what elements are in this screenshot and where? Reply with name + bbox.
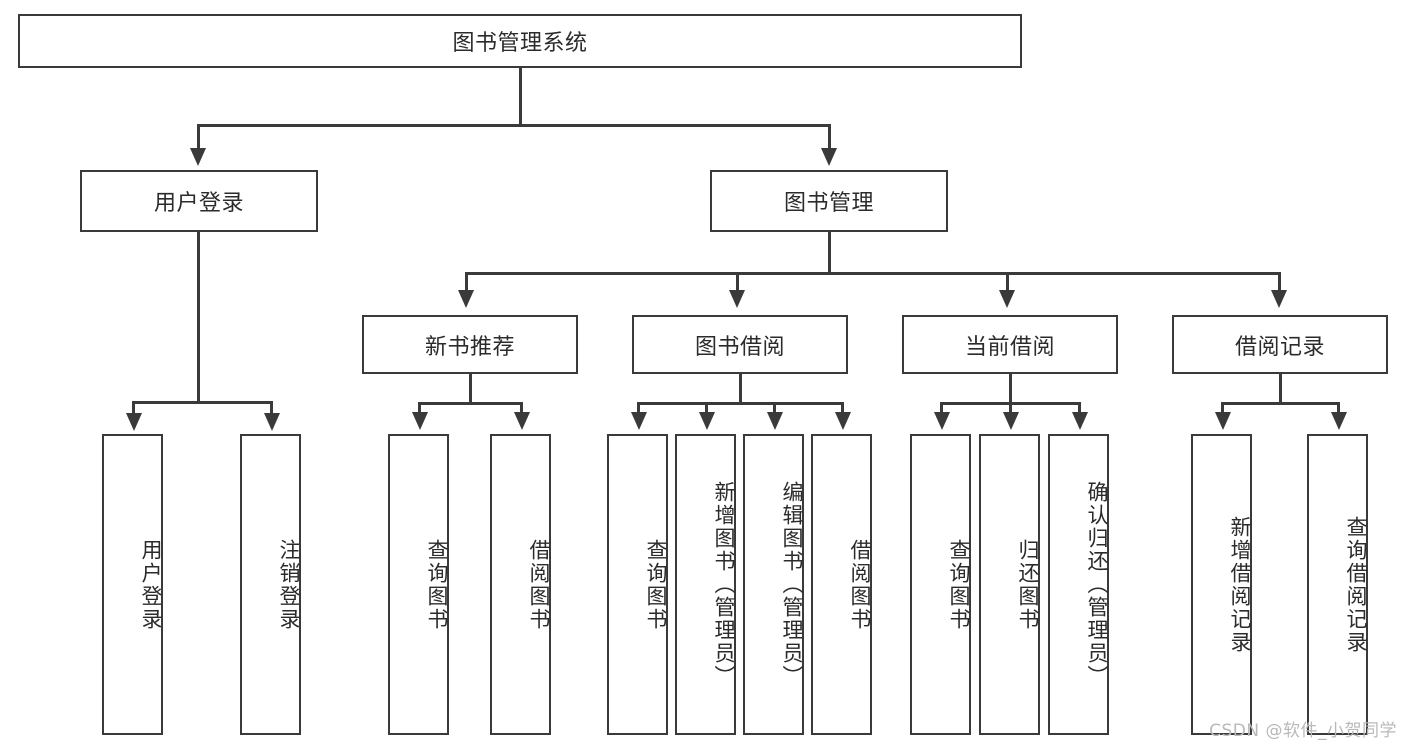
node-root-label: 图书管理系统 — [452, 31, 588, 56]
node-leaf-logout-login[interactable]: 注销登录 — [240, 434, 301, 735]
arrowhead-leaf-borrow-book-2 — [835, 412, 851, 430]
connector-root-to-user-login — [197, 124, 200, 150]
connector-cb-drop-2 — [1009, 402, 1012, 414]
node-leaf-add-book[interactable]: 新增图书（管理员） — [675, 434, 736, 735]
arrowhead-to-book-management — [821, 148, 837, 166]
watermark: CSDN @软件_小贺同学 — [1209, 721, 1397, 741]
node-leaf-borrow-book-1-label: 借阅图书 — [527, 538, 551, 631]
arrowhead-new-book-recommend — [458, 290, 474, 308]
arrowhead-leaf-query-book-3 — [934, 412, 950, 430]
arrowhead-leaf-query-book-2 — [631, 412, 647, 430]
node-user-login[interactable]: 用户登录 — [80, 170, 318, 232]
node-current-borrow-label: 当前借阅 — [964, 334, 1055, 360]
connector-bb-drop-4 — [841, 402, 844, 414]
node-leaf-borrow-book-1[interactable]: 借阅图书 — [490, 434, 551, 735]
node-leaf-borrow-book-2[interactable]: 借阅图书 — [811, 434, 872, 735]
node-leaf-query-record-label: 查询借阅记录 — [1344, 515, 1368, 654]
connector-br-trunk — [1279, 374, 1282, 404]
connector-bm-drop-4 — [1278, 272, 1281, 292]
arrowhead-leaf-query-book-1 — [412, 412, 428, 430]
connector-bm-drop-1 — [465, 272, 468, 292]
arrowhead-leaf-return-book — [1003, 412, 1019, 430]
connector-bb-trunk — [739, 374, 742, 404]
arrowhead-to-user-login — [190, 148, 206, 166]
connector-cb-drop-3 — [1078, 402, 1081, 414]
arrowhead-leaf-add-book — [699, 412, 715, 430]
arrowhead-leaf-add-record — [1215, 412, 1231, 430]
node-leaf-edit-book-label: 编辑图书（管理员） — [780, 481, 804, 688]
connector-user-login-bus — [133, 401, 270, 404]
arrowhead-leaf-query-record — [1331, 412, 1347, 430]
arrowhead-leaf-borrow-book-1 — [514, 412, 530, 430]
arrowhead-leaf-logout-login — [264, 413, 280, 431]
node-book-borrow[interactable]: 图书借阅 — [632, 315, 848, 374]
connector-cb-trunk — [1009, 374, 1012, 404]
arrowhead-borrow-record — [1271, 290, 1287, 308]
connector-user-login-trunk — [197, 232, 200, 403]
arrowhead-leaf-confirm-return — [1072, 412, 1088, 430]
node-leaf-edit-book[interactable]: 编辑图书（管理员） — [743, 434, 804, 735]
node-borrow-record[interactable]: 借阅记录 — [1172, 315, 1388, 374]
connector-bb-bus — [638, 402, 843, 405]
connector-user-login-drop-2 — [270, 401, 273, 415]
connector-bb-drop-3 — [773, 402, 776, 414]
node-leaf-borrow-book-2-label: 借阅图书 — [848, 538, 872, 631]
connector-nbr-drop-1 — [418, 402, 421, 414]
connector-book-management-bus — [466, 272, 1280, 275]
node-leaf-add-record-label: 新增借阅记录 — [1228, 515, 1252, 654]
node-leaf-user-login[interactable]: 用户登录 — [102, 434, 163, 735]
connector-book-management-trunk — [828, 232, 831, 274]
node-leaf-confirm-return[interactable]: 确认归还（管理员） — [1048, 434, 1109, 735]
arrowhead-leaf-user-login — [126, 413, 142, 431]
node-current-borrow[interactable]: 当前借阅 — [902, 315, 1118, 374]
node-borrow-record-label: 借阅记录 — [1234, 334, 1325, 360]
connector-br-drop-1 — [1221, 402, 1224, 414]
connector-nbr-trunk — [469, 374, 472, 404]
node-new-book-recommend[interactable]: 新书推荐 — [362, 315, 578, 374]
connector-nbr-bus — [419, 402, 521, 405]
node-leaf-user-login-label: 用户登录 — [139, 538, 163, 631]
connector-bm-drop-2 — [736, 272, 739, 292]
connector-root-to-book-management — [828, 124, 831, 150]
node-leaf-add-book-label: 新增图书（管理员） — [712, 481, 736, 688]
node-root[interactable]: 图书管理系统 — [18, 14, 1022, 68]
node-leaf-add-record[interactable]: 新增借阅记录 — [1191, 434, 1252, 735]
node-book-management[interactable]: 图书管理 — [710, 170, 948, 232]
node-leaf-query-book-3[interactable]: 查询图书 — [910, 434, 971, 735]
node-leaf-query-book-3-label: 查询图书 — [947, 538, 971, 631]
node-leaf-return-book-label: 归还图书 — [1016, 538, 1040, 631]
arrowhead-book-borrow — [729, 290, 745, 308]
node-leaf-logout-login-label: 注销登录 — [277, 538, 301, 631]
node-leaf-query-book-1-label: 查询图书 — [425, 538, 449, 631]
node-new-book-recommend-label: 新书推荐 — [424, 334, 515, 360]
connector-root-trunk — [519, 68, 522, 126]
arrowhead-leaf-edit-book — [767, 412, 783, 430]
connector-bb-drop-2 — [705, 402, 708, 414]
connector-nbr-drop-2 — [520, 402, 523, 414]
node-leaf-query-book-2-label: 查询图书 — [644, 538, 668, 631]
node-book-borrow-label: 图书借阅 — [694, 334, 785, 360]
connector-bm-drop-3 — [1006, 272, 1009, 292]
connector-br-drop-2 — [1337, 402, 1340, 414]
connector-user-login-drop-1 — [132, 401, 135, 415]
node-book-management-label: 图书管理 — [783, 191, 874, 216]
node-leaf-query-book-2[interactable]: 查询图书 — [607, 434, 668, 735]
connector-cb-drop-1 — [940, 402, 943, 414]
node-leaf-query-book-1[interactable]: 查询图书 — [388, 434, 449, 735]
node-leaf-confirm-return-label: 确认归还（管理员） — [1085, 481, 1109, 688]
connector-root-bus — [198, 124, 831, 127]
node-user-login-label: 用户登录 — [153, 191, 244, 216]
connector-br-bus — [1222, 402, 1338, 405]
node-leaf-query-record[interactable]: 查询借阅记录 — [1307, 434, 1368, 735]
node-leaf-return-book[interactable]: 归还图书 — [979, 434, 1040, 735]
arrowhead-current-borrow — [999, 290, 1015, 308]
connector-bb-drop-1 — [637, 402, 640, 414]
